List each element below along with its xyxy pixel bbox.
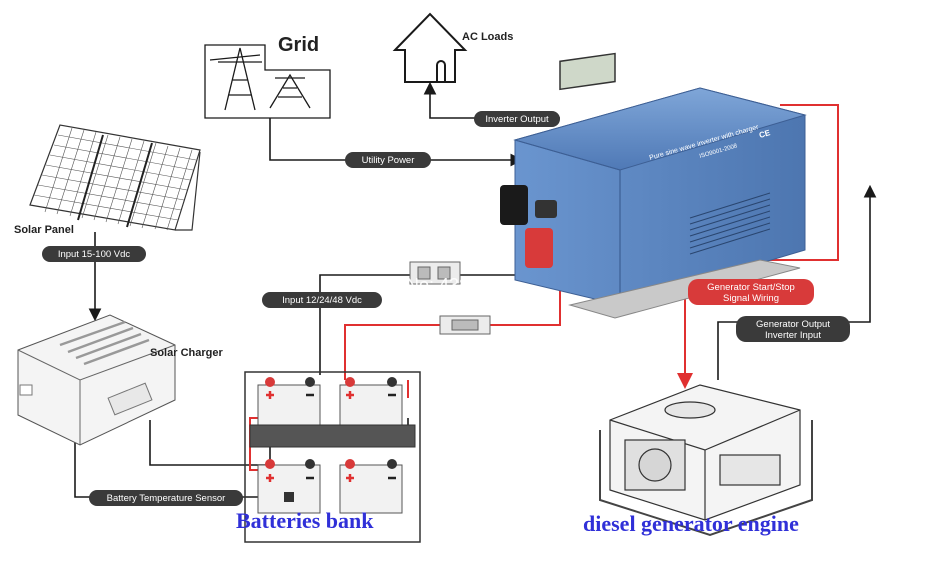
- svg-text:Generator Start/Stop: Generator Start/Stop: [707, 282, 795, 293]
- fuse-icon: [409, 261, 461, 285]
- pill-generator-start: Generator Start/Stop Signal Wiring: [688, 279, 814, 305]
- solar-panel-icon: [29, 124, 201, 231]
- svg-text:Generator Output: Generator Output: [756, 319, 830, 330]
- pill-inverter-output: Inverter Output: [474, 111, 560, 127]
- svg-text:Input 15-100 Vdc: Input 15-100 Vdc: [58, 249, 131, 260]
- svg-text:Utility Power: Utility Power: [362, 155, 415, 166]
- inverter-icon: Pure sine wave inverter with charger ISO…: [500, 52, 807, 319]
- wire-battery-input: [319, 274, 550, 375]
- svg-text:Input 12/24/48 Vdc: Input 12/24/48 Vdc: [282, 295, 362, 306]
- pill-input-battery: Input 12/24/48 Vdc: [262, 292, 382, 308]
- house-icon: [392, 12, 468, 83]
- diesel-generator-label: diesel generator engine: [583, 511, 799, 536]
- svg-text:Inverter Input: Inverter Input: [765, 330, 821, 341]
- generator-icon: [599, 384, 813, 537]
- solar-charger-label: Solar Charger: [150, 347, 223, 359]
- power-tower-icon: [204, 44, 331, 119]
- svg-text:Signal Wiring: Signal Wiring: [723, 293, 779, 304]
- ac-loads-label: AC Loads: [462, 31, 513, 43]
- store-watermark: Store No: 4381057: [358, 275, 509, 295]
- pill-generator-output: Generator Output Inverter Input: [736, 316, 850, 342]
- pill-utility-power: Utility Power: [345, 152, 431, 168]
- battery-icon-bottom: [257, 464, 403, 514]
- wire-generator-start: [677, 104, 839, 389]
- pill-battery-temp-sensor: Battery Temperature Sensor: [89, 490, 243, 506]
- fuse-icon-red: [439, 315, 491, 335]
- inverter-vent: [689, 192, 771, 255]
- svg-text:Inverter Output: Inverter Output: [485, 114, 549, 125]
- inverter-lcd: [559, 52, 616, 91]
- wire-charger-battery: [149, 420, 270, 466]
- grid-label: Grid: [278, 34, 319, 56]
- pill-input-solar: Input 15-100 Vdc: [42, 246, 146, 262]
- svg-text:Battery Temperature Sensor: Battery Temperature Sensor: [107, 493, 226, 504]
- batteries-bank-group: [244, 371, 421, 543]
- inverter-ce-mark: CE: [758, 128, 772, 140]
- batteries-bank-label: Batteries bank: [236, 508, 374, 533]
- battery-frame: [244, 371, 421, 543]
- solar-charger-icon: [17, 314, 176, 446]
- grid-icon: Grid: [204, 34, 331, 119]
- solar-panel-label: Solar Panel: [14, 224, 74, 236]
